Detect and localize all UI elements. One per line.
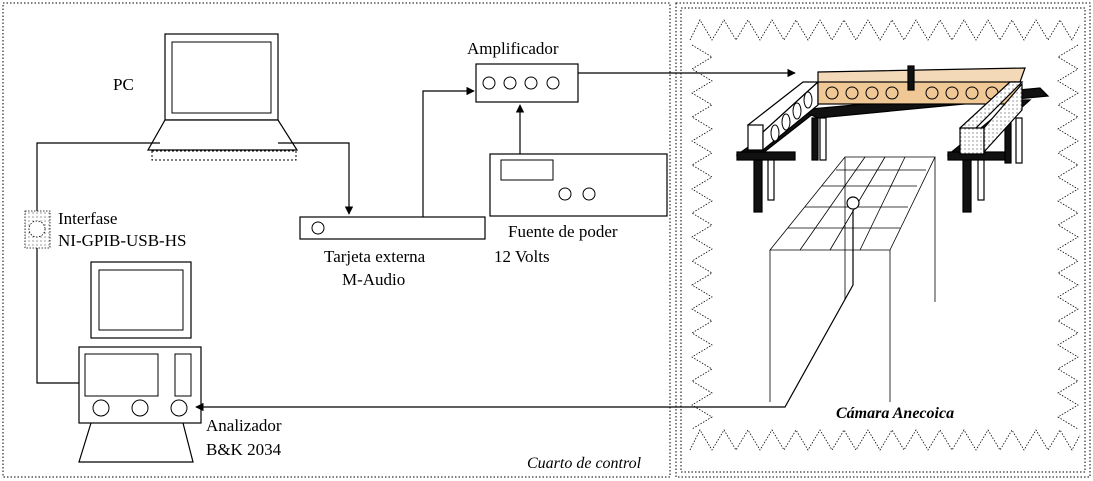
power-supply-icon: [489, 153, 668, 217]
analyzer-icon: [78, 261, 202, 463]
gpib-link-line-lower: [36, 248, 79, 384]
amplifier-label: Amplificador: [467, 39, 559, 58]
sound-card-label-line2: M-Audio: [342, 270, 405, 289]
measurement-grid: [769, 156, 936, 402]
gpib-link-line: [36, 142, 160, 211]
microphone-to-analyzer-arrow: [195, 210, 854, 412]
connection-lines: [36, 68, 854, 412]
interface-label-line1: Interfase: [58, 209, 117, 228]
gpib-interface-icon: [24, 210, 51, 249]
pc-label: PC: [113, 75, 134, 94]
pc-to-soundcard-arrow: [278, 142, 354, 215]
anechoic-chamber-label: Cámara Anecoica: [836, 405, 954, 422]
sound-card-icon: [299, 216, 486, 240]
control-room-label: Cuarto de control: [527, 455, 642, 472]
power-supply-label-line2: 12 Volts: [494, 247, 550, 266]
power-supply-label-line1: Fuente de poder: [508, 222, 618, 241]
analyzer-label-line1: Analizador: [206, 416, 282, 435]
anechoic-chamber-boundary: [675, 2, 1091, 478]
analyzer-label-line2: B&K 2034: [206, 440, 282, 459]
soundcard-to-amplifier-arrow: [422, 86, 475, 217]
sound-card-label-line1: Tarjeta externa: [324, 247, 426, 266]
pc-laptop-icon: [146, 33, 299, 161]
control-room-boundary: [2, 2, 671, 478]
anechoic-wedges: [689, 19, 1081, 451]
speaker-array-icon: [735, 65, 1050, 213]
interface-label-line2: NI-GPIB-USB-HS: [58, 231, 186, 250]
amplifier-icon: [475, 63, 579, 103]
